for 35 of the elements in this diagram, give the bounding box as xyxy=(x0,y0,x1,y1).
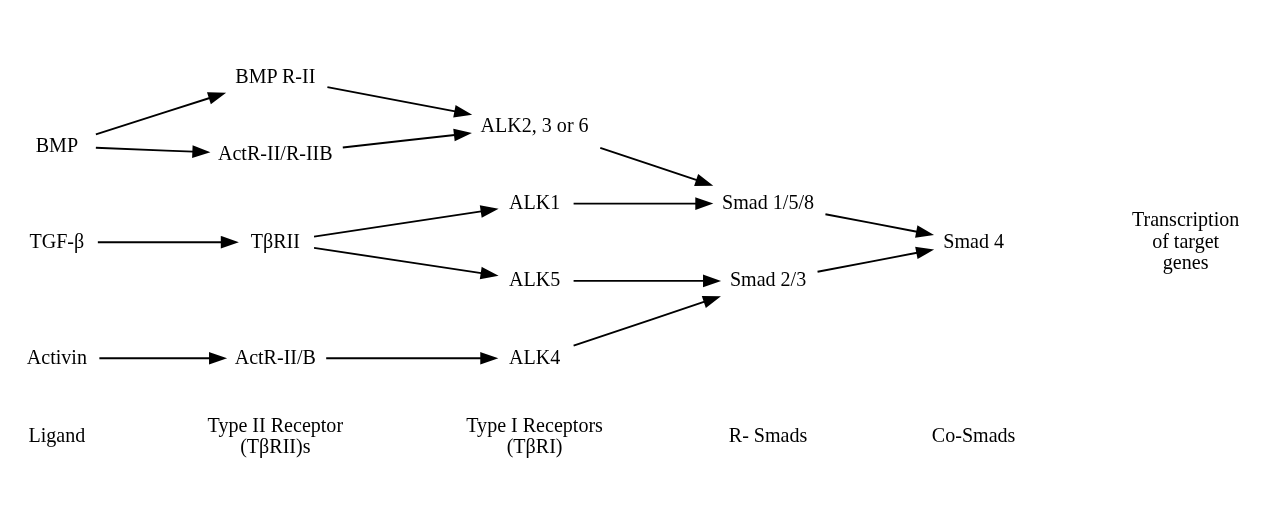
arrow xyxy=(98,351,228,365)
arrow xyxy=(96,235,239,249)
label: Type I Receptors (TβRI) xyxy=(466,413,603,457)
arrow xyxy=(313,246,499,279)
node-text: ActR-II/R-IIB xyxy=(217,141,333,164)
label: Co-Smads xyxy=(931,423,1016,446)
node-text: BMP xyxy=(35,133,79,156)
node-text: Smad 1/5/8 xyxy=(722,190,815,213)
label: Ligand xyxy=(28,423,86,446)
node-text: ALK5 xyxy=(508,267,561,290)
arrow xyxy=(599,146,714,186)
arrow xyxy=(326,85,473,117)
node-text: BMP R-II xyxy=(235,64,316,87)
node-text: ALK4 xyxy=(508,345,561,368)
arrow xyxy=(94,91,227,135)
arrow xyxy=(94,144,211,158)
label: R- Smads xyxy=(728,423,808,446)
arrow xyxy=(313,204,499,238)
node-text: Smad 4 xyxy=(943,229,1004,252)
node-text: Activin xyxy=(26,345,87,368)
node-text: Smad 2/3 xyxy=(729,267,807,290)
node-text: ActR-II/B xyxy=(234,345,316,368)
node-text: ALK1 xyxy=(508,190,561,213)
node-text: TGF-β xyxy=(29,229,85,252)
arrow xyxy=(325,351,499,365)
arrow xyxy=(816,246,935,273)
arrow xyxy=(572,295,721,347)
arrow xyxy=(572,274,722,287)
arrow xyxy=(341,128,472,148)
label: Transcription of target genes xyxy=(1131,207,1240,273)
arrow xyxy=(572,196,714,210)
label: Type II Receptor (TβRII)s xyxy=(207,413,344,457)
node-text: ALK2, 3 or 6 xyxy=(480,113,589,136)
node-text: TβRII xyxy=(250,229,300,252)
arrow xyxy=(824,212,934,238)
